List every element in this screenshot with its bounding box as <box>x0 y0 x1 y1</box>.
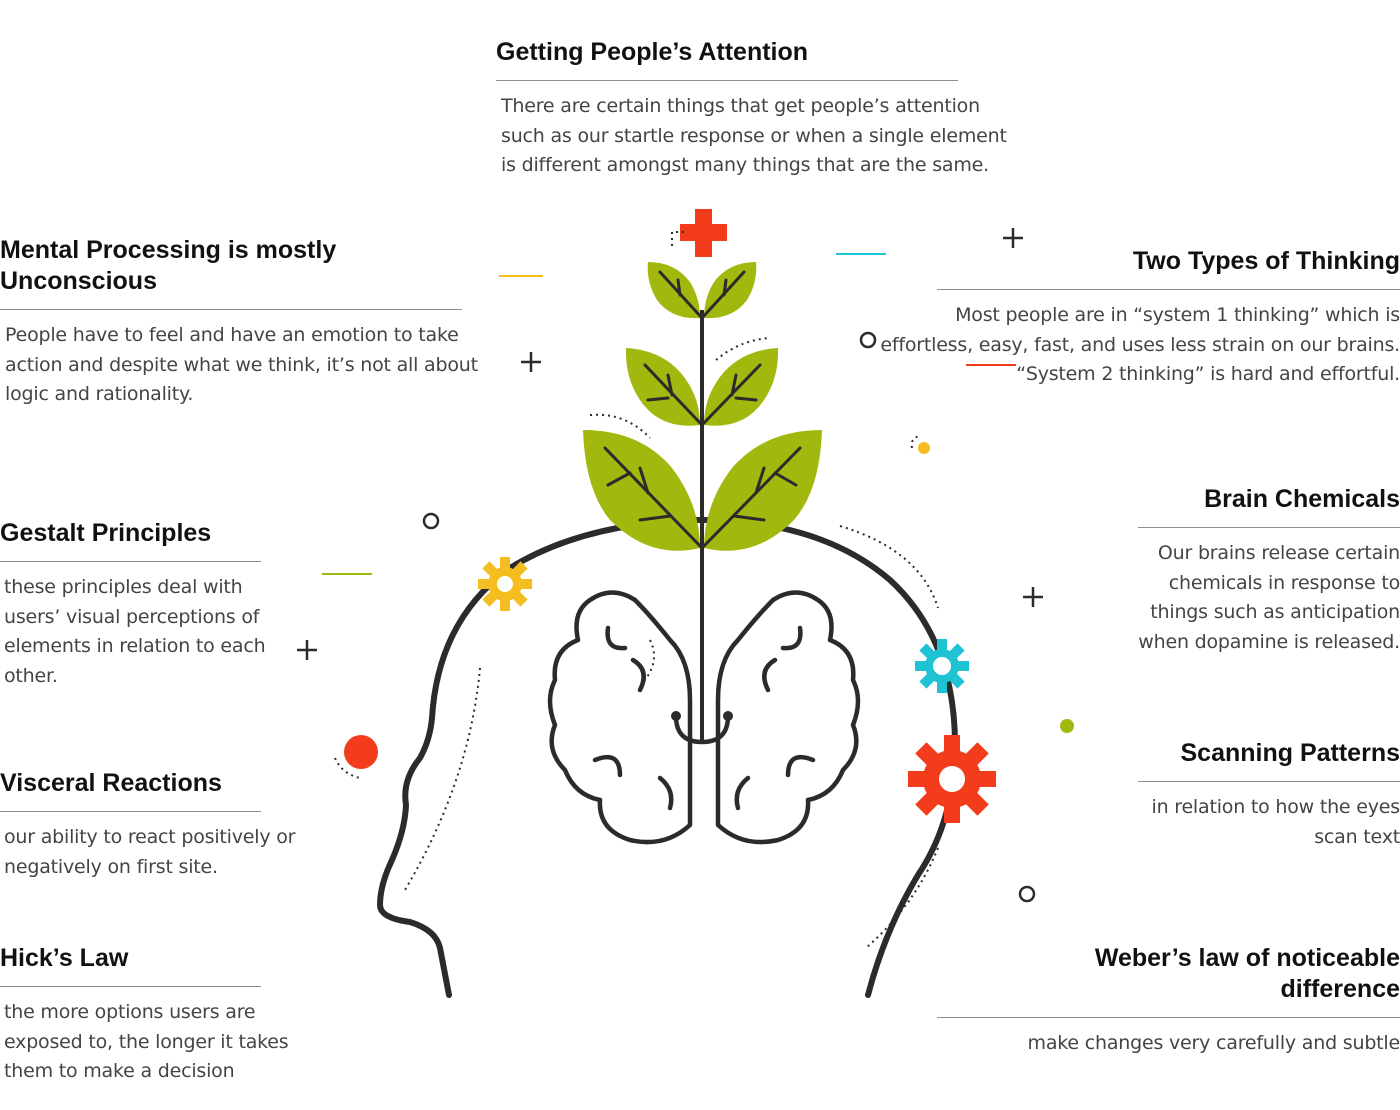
divider <box>0 811 261 812</box>
divider <box>937 289 1400 290</box>
section-body: our ability to react positively or negat… <box>4 826 296 878</box>
red-gear-icon <box>908 735 996 823</box>
divider <box>496 80 958 81</box>
section-visceral: Visceral Reactions our ability to react … <box>0 768 300 882</box>
decorative-accents <box>297 228 1074 949</box>
section-body: make changes very carefully and subtle <box>1027 1032 1400 1054</box>
section-mental-processing: Mental Processing is mostly Unconscious … <box>0 235 480 410</box>
section-webers-law: Weber’s law of noticeable difference mak… <box>937 943 1400 1059</box>
section-title: Two Types of Thinking <box>1132 247 1400 275</box>
section-body: in relation to how the eyes scan text <box>1151 796 1400 848</box>
brain-icon <box>547 590 861 845</box>
plant-sprout-icon <box>583 262 822 740</box>
section-getting-attention: Getting People’s Attention There are cer… <box>496 37 1016 181</box>
divider <box>1138 527 1400 528</box>
cyan-gear-icon <box>915 639 969 693</box>
red-cross-icon <box>680 209 727 257</box>
section-title: Brain Chemicals <box>1204 485 1400 513</box>
section-title: Gestalt Principles <box>0 519 212 547</box>
section-body: People have to feel and have an emotion … <box>5 324 478 405</box>
section-title: Weber’s law of noticeable difference <box>1094 944 1400 1003</box>
section-body: these principles deal with users’ visual… <box>4 576 266 687</box>
section-title: Scanning Patterns <box>1180 739 1400 767</box>
divider <box>0 309 462 310</box>
divider <box>937 1017 1400 1018</box>
section-two-types-thinking: Two Types of Thinking Most people are in… <box>870 246 1400 390</box>
section-title: Hick’s Law <box>0 944 129 972</box>
section-body: There are certain things that get people… <box>501 95 1007 176</box>
divider <box>0 561 261 562</box>
section-body: Our brains release certain chemicals in … <box>1138 542 1400 653</box>
section-brain-chemicals: Brain Chemicals Our brains release certa… <box>1120 484 1400 657</box>
head-outline <box>377 517 958 998</box>
divider <box>1138 781 1400 782</box>
section-body: Most people are in “system 1 thinking” w… <box>880 304 1400 385</box>
section-title: Getting People’s Attention <box>496 38 809 66</box>
section-title: Visceral Reactions <box>0 769 222 797</box>
divider <box>0 986 261 987</box>
section-title: Mental Processing is mostly Unconscious <box>0 236 337 295</box>
section-scanning-patterns: Scanning Patterns in relation to how the… <box>1120 738 1400 852</box>
section-body: the more options users are exposed to, t… <box>4 1001 289 1082</box>
section-gestalt: Gestalt Principles these principles deal… <box>0 518 272 691</box>
section-hicks-law: Hick’s Law the more options users are ex… <box>0 943 300 1087</box>
yellow-gear-icon <box>478 557 532 611</box>
